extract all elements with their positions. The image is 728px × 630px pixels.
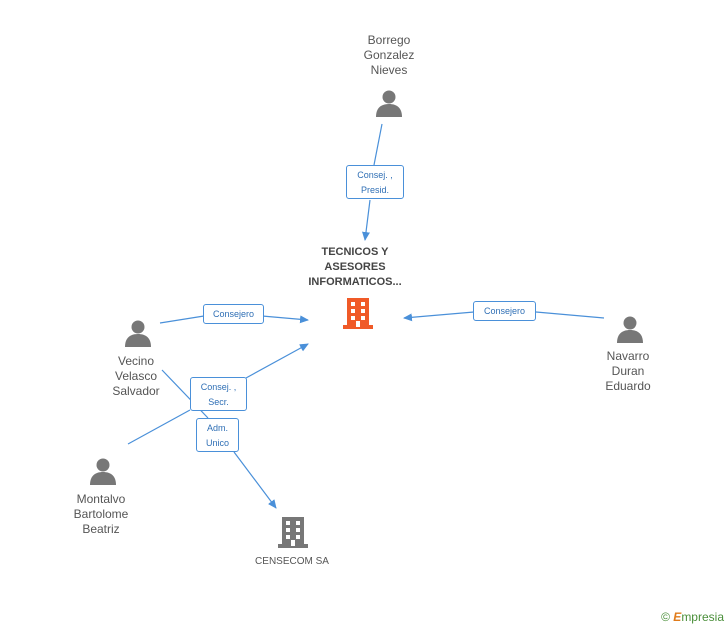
node-label-tecnicos[interactable]: TECNICOS Y ASESORES INFORMATICOS... (308, 246, 402, 288)
brand-name: mpresia (681, 610, 724, 624)
person-icon-montalvo[interactable] (88, 456, 118, 486)
brand-logo-mark: E (673, 610, 682, 624)
edge-navarro-tecnicos (404, 312, 605, 318)
person-icon-borrego[interactable] (374, 88, 404, 118)
person-icon-navarro[interactable] (615, 314, 645, 344)
edge-label-montalvo-tecnicos[interactable]: Consej. , Secr. (190, 377, 247, 411)
node-label-navarro[interactable]: Navarro Duran Eduardo (605, 349, 651, 393)
edge-borrego-tecnicos (365, 123, 383, 240)
edge-montalvo-tecnicos (127, 344, 308, 445)
edge-label-vecino-censecom[interactable]: Adm. Unico (196, 418, 239, 452)
copyright-icon: © (661, 610, 670, 624)
person-icon-vecino[interactable] (123, 318, 153, 348)
edge-label-borrego-tecnicos[interactable]: Consej. , Presid. (346, 165, 404, 199)
building-icon-censecom[interactable] (277, 515, 309, 549)
brand-footer: © Empresia (661, 610, 724, 624)
edge-label-navarro-tecnicos[interactable]: Consejero (473, 301, 536, 321)
node-label-vecino[interactable]: Vecino Velasco Salvador (112, 354, 160, 398)
building-icon-tecnicos[interactable] (342, 296, 374, 330)
edge-label-vecino-tecnicos[interactable]: Consejero (203, 304, 264, 324)
node-label-censecom[interactable]: CENSECOM SA (255, 556, 329, 567)
node-label-montalvo[interactable]: Montalvo Bartolome Beatriz (73, 492, 129, 536)
node-label-borrego[interactable]: Borrego Gonzalez Nieves (363, 33, 415, 77)
edge-vecino-tecnicos (159, 316, 308, 323)
